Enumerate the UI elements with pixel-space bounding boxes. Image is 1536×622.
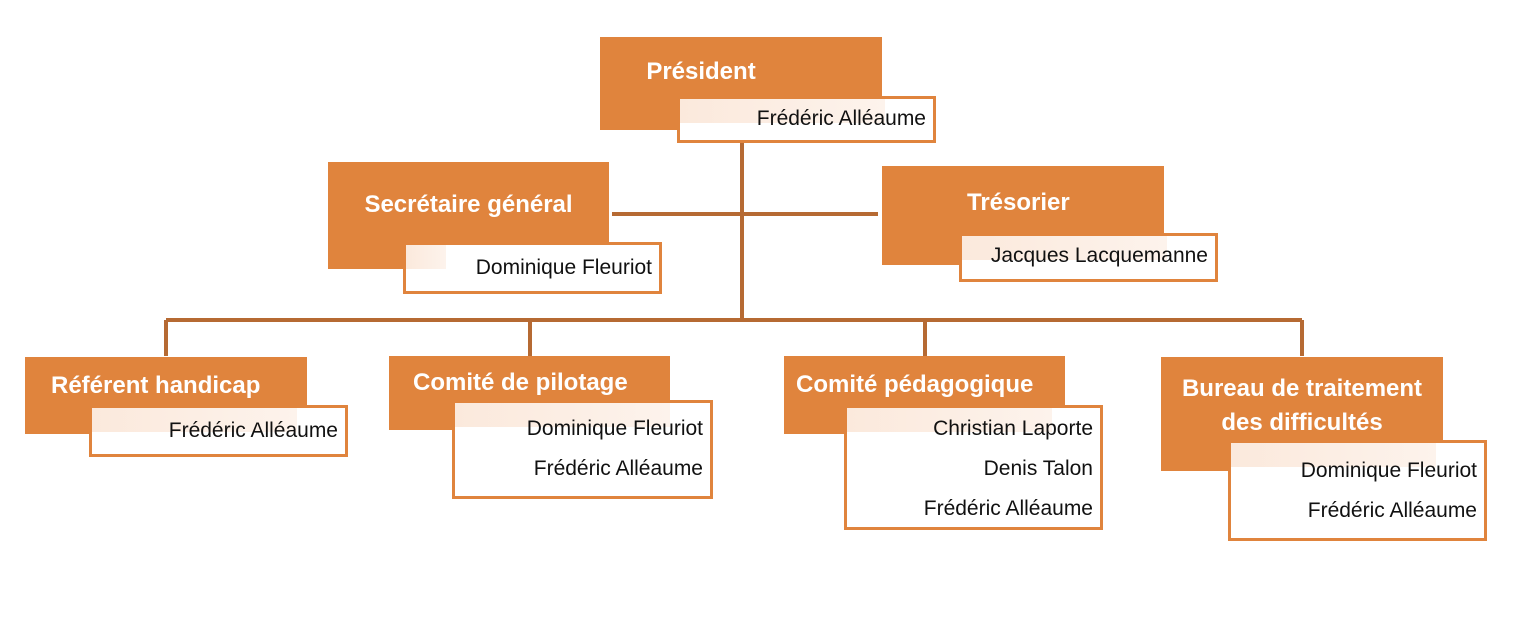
secretaire-title: Secrétaire général bbox=[364, 191, 573, 218]
pedagogique-members-box: Christian Laporte Denis Talon Frédéric A… bbox=[844, 405, 1103, 530]
pedagogique-member-1: Christian Laporte bbox=[933, 417, 1093, 440]
president-member-1: Frédéric Alléaume bbox=[756, 107, 926, 130]
pedagogique-member-3: Frédéric Alléaume bbox=[923, 497, 1093, 520]
tresorier-member-1: Jacques Lacquemanne bbox=[990, 244, 1208, 267]
pilotage-member-1: Dominique Fleuriot bbox=[526, 417, 703, 440]
pedagogique-member-2: Denis Talon bbox=[983, 457, 1093, 480]
referent-title: Référent handicap bbox=[51, 372, 261, 399]
referent-members-box: Frédéric Alléaume bbox=[89, 405, 348, 457]
referent-member-1: Frédéric Alléaume bbox=[168, 419, 338, 442]
pilotage-title: Comité de pilotage bbox=[413, 369, 628, 396]
bureau-title-line2: des difficultés bbox=[1221, 409, 1383, 436]
bureau-members-box: Dominique Fleuriot Frédéric Alléaume bbox=[1228, 440, 1487, 541]
bureau-member-2: Frédéric Alléaume bbox=[1307, 499, 1477, 522]
president-members-box: Frédéric Alléaume bbox=[677, 96, 936, 143]
pedagogique-title: Comité pédagogique bbox=[796, 371, 1034, 398]
tresorier-title: Trésorier bbox=[967, 189, 1070, 216]
secretaire-member-1: Dominique Fleuriot bbox=[475, 256, 652, 279]
pilotage-member-2: Frédéric Alléaume bbox=[533, 457, 703, 480]
tresorier-members-box: Jacques Lacquemanne bbox=[959, 233, 1218, 282]
pilotage-members-box: Dominique Fleuriot Frédéric Alléaume bbox=[452, 400, 713, 499]
secretaire-members-box: Dominique Fleuriot bbox=[403, 242, 662, 294]
bureau-member-1: Dominique Fleuriot bbox=[1300, 459, 1477, 482]
president-title: Président bbox=[646, 58, 756, 85]
bureau-title-line1: Bureau de traitement bbox=[1181, 375, 1423, 402]
